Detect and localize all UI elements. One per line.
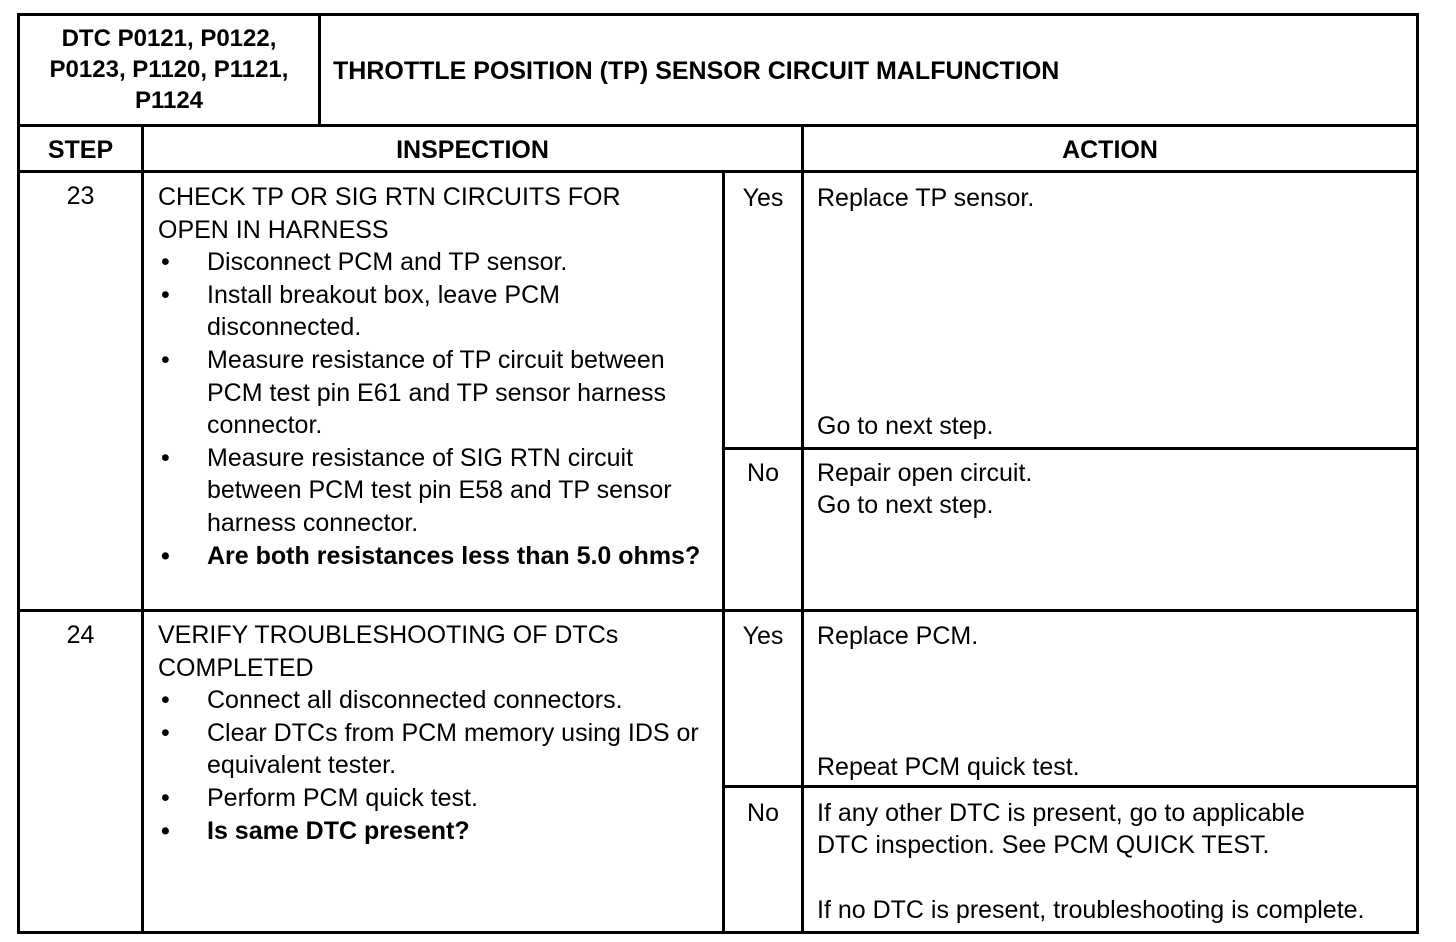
yes-no-divider-24 (722, 785, 1419, 788)
column-header-step: STEP (47, 136, 114, 164)
step-number: 24 (66, 621, 95, 649)
page-title: THROTTLE POSITION (TP) SENSOR CIRCUIT MA… (333, 57, 1060, 85)
column-header-inspection: INSPECTION (396, 136, 549, 164)
inspection-title: OPEN IN HARNESS (158, 215, 389, 244)
header-bottom-rule (17, 124, 1419, 127)
inspection-cell: CHECK TP OR SIG RTN CIRCUITS FOR OPEN IN… (158, 181, 718, 572)
checklist-item-question: Are both resistances less than 5.0 ohms? (158, 540, 707, 573)
inspection-title: VERIFY TROUBLESHOOTING OF DTCs (158, 621, 619, 649)
inspection-checklist: Disconnect PCM and TP sensor. Install br… (158, 246, 718, 572)
answer-yes: Yes (742, 622, 784, 650)
action-text: Go to next step. (817, 491, 994, 519)
action-text: Replace TP sensor. (817, 184, 1035, 212)
dtc-procedure-table: DTC P0121, P0122, P0123, P1120, P1121, P… (17, 13, 1419, 934)
action-text: If no DTC is present, troubleshooting is… (817, 896, 1365, 924)
inspection-checklist: Connect all disconnected connectors. Cle… (158, 684, 718, 847)
action-text: Repair open circuit. (817, 459, 1033, 487)
dtc-codes-cell: DTC P0121, P0122, P0123, P1120, P1121, P… (20, 23, 318, 116)
dtc-codes-line: P0123, P1120, P1121, (49, 56, 289, 83)
column-header-action: ACTION (1062, 136, 1158, 164)
action-text: DTC inspection. See PCM QUICK TEST. (817, 831, 1270, 859)
step-column-divider (141, 124, 144, 934)
checklist-item: Clear DTCs from PCM memory using IDS or … (158, 717, 727, 782)
yes-no-divider-23 (722, 447, 1419, 450)
checklist-item-question: Is same DTC present? (158, 815, 718, 848)
checklist-item: Measure resistance of TP circuit between… (158, 344, 687, 442)
answer-no: No (747, 799, 779, 827)
checklist-item: Connect all disconnected connectors. (158, 684, 718, 717)
checklist-item: Perform PCM quick test. (158, 782, 718, 815)
column-header-bottom-rule (17, 170, 1419, 173)
action-text: Repeat PCM quick test. (817, 753, 1080, 781)
step-number: 23 (66, 182, 95, 210)
action-column-divider (801, 124, 804, 934)
inspection-title: CHECK TP OR SIG RTN CIRCUITS FOR (158, 183, 621, 211)
answer-no: No (747, 459, 779, 487)
inspection-cell: VERIFY TROUBLESHOOTING OF DTCs COMPLETED… (158, 619, 718, 847)
table-border (17, 13, 1419, 934)
action-text: If any other DTC is present, go to appli… (817, 799, 1305, 827)
header-divider (318, 13, 321, 126)
step-row-divider (17, 609, 1419, 612)
checklist-item: Measure resistance of SIG RTN circuit be… (158, 442, 727, 540)
inspection-title: COMPLETED (158, 653, 314, 682)
checklist-item: Disconnect PCM and TP sensor. (158, 246, 718, 279)
dtc-codes-line: P1124 (134, 87, 204, 114)
action-text: Replace PCM. (817, 622, 979, 650)
dtc-codes-line: DTC P0121, P0122, (61, 25, 277, 52)
action-text: Go to next step. (817, 412, 994, 440)
checklist-item: Install breakout box, leave PCM disconne… (158, 279, 627, 344)
answer-yes: Yes (742, 184, 784, 212)
answer-column-divider (722, 170, 725, 934)
